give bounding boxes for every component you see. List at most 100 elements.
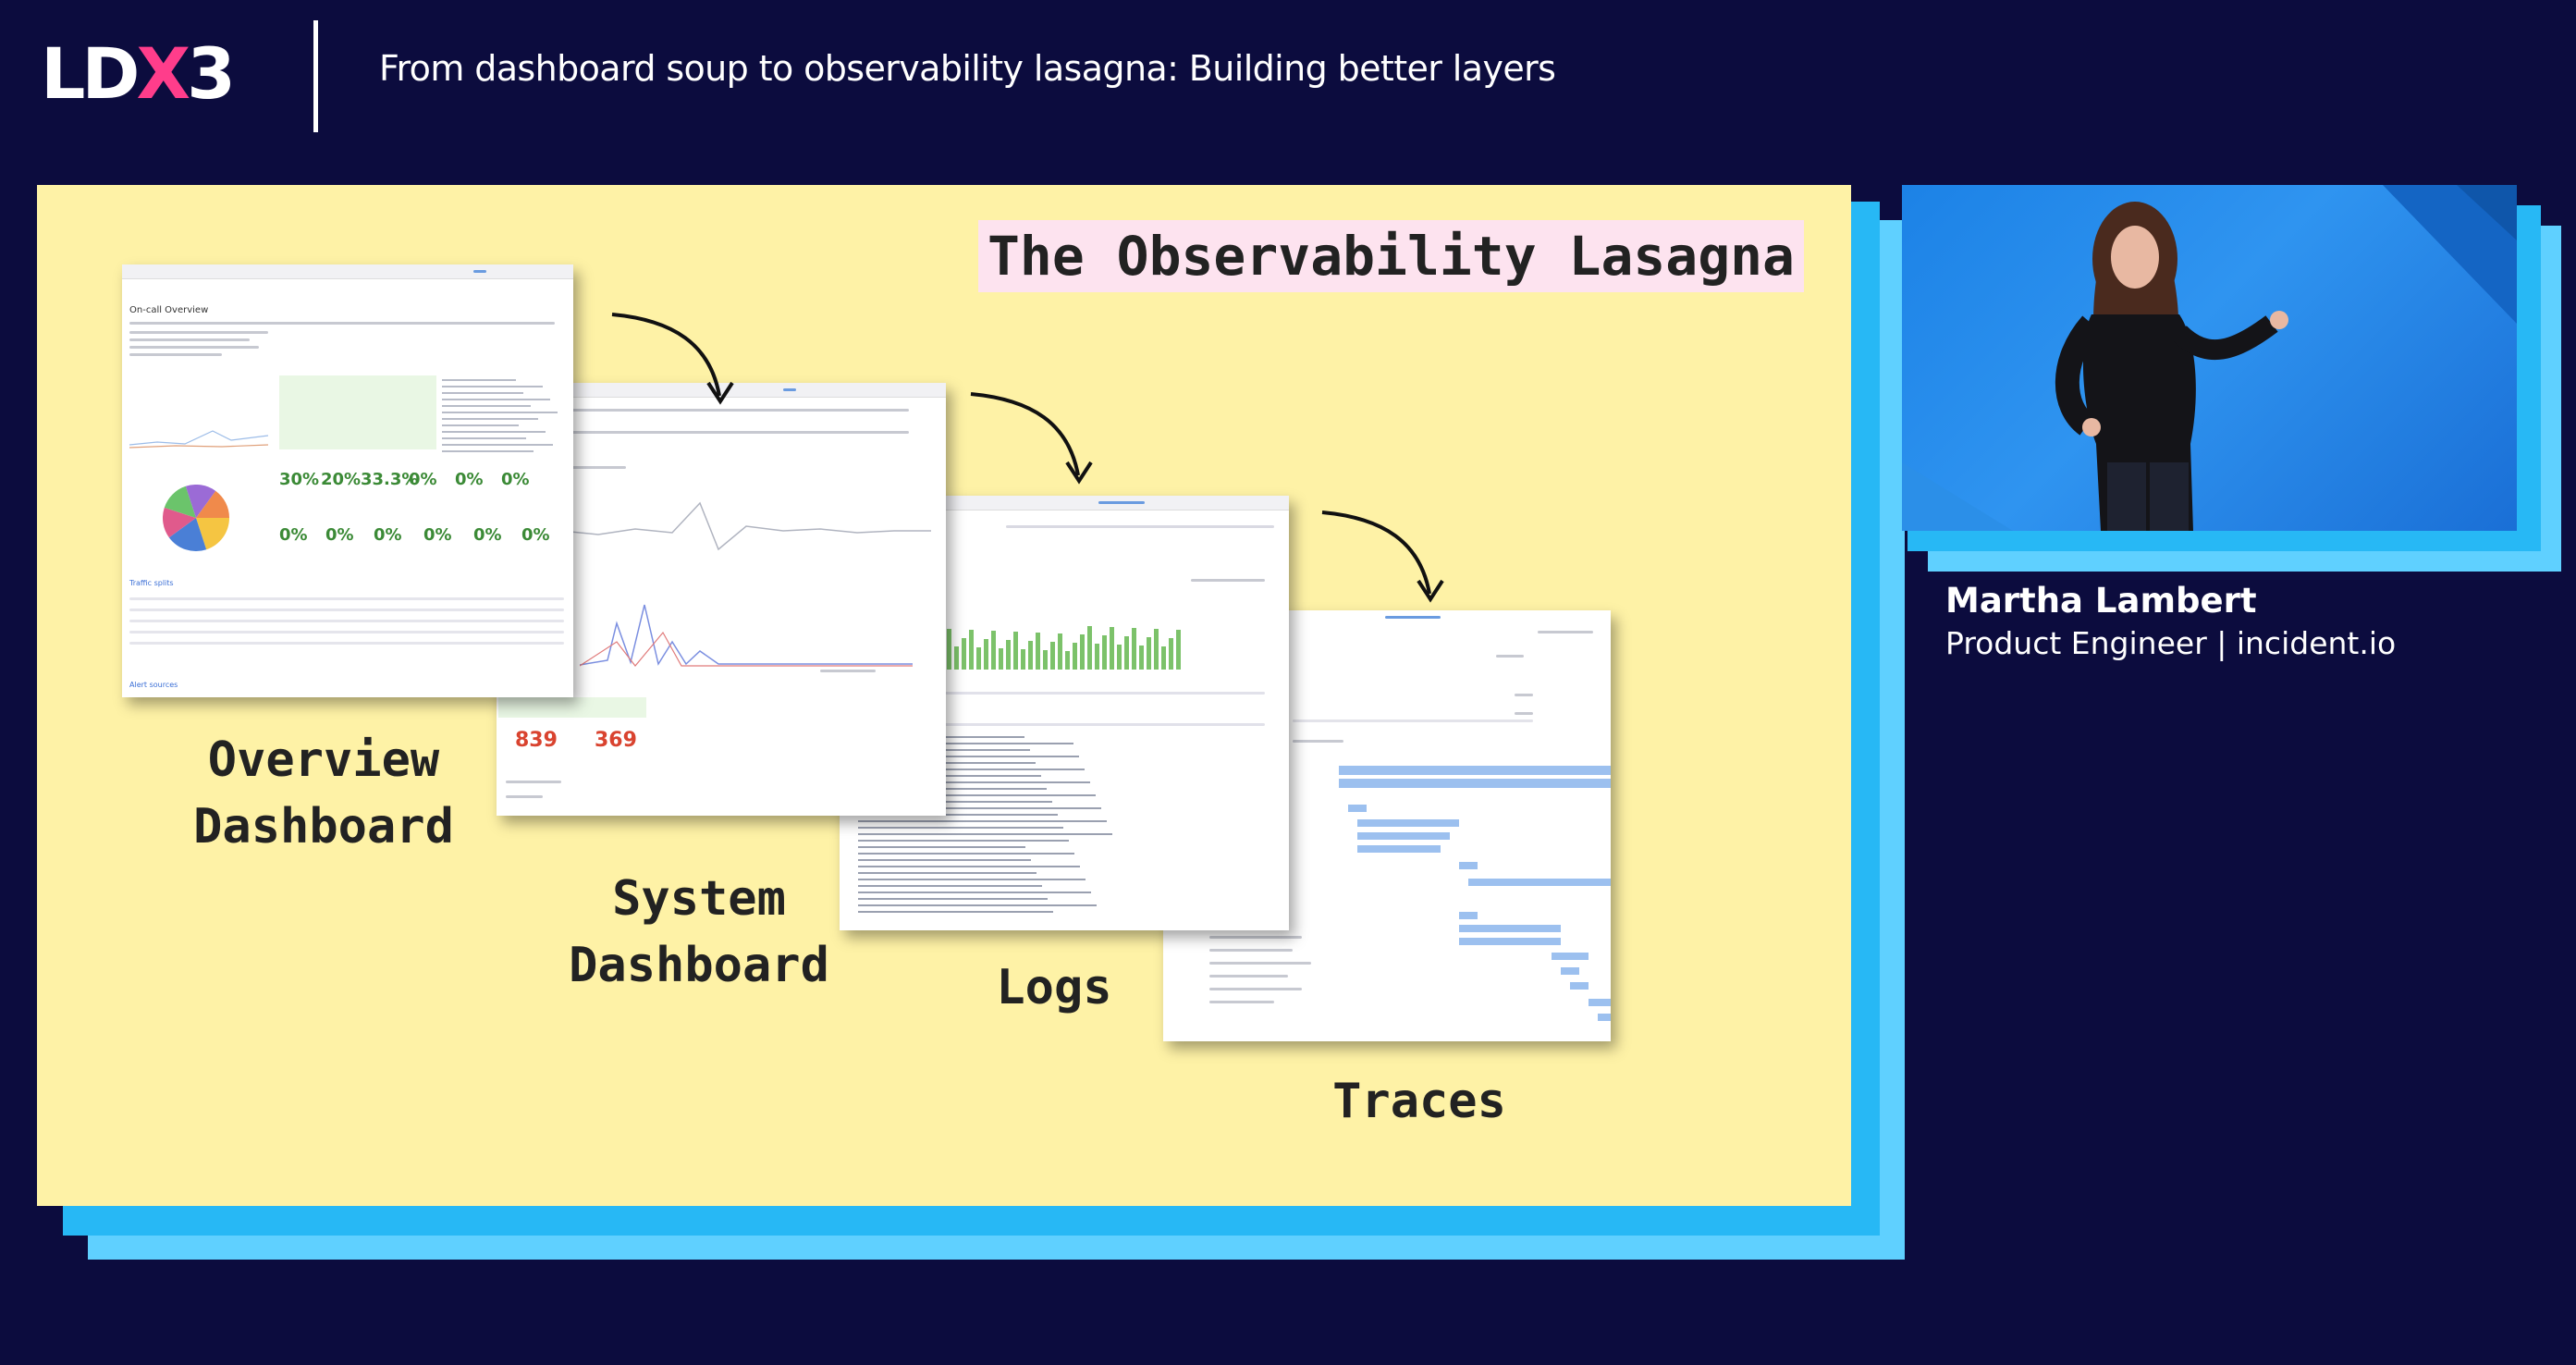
overview-stat-3: 33.3%	[361, 470, 419, 489]
log-line	[858, 911, 1053, 913]
overview-section-traffic: Traffic splits	[129, 579, 174, 587]
logs-histogram-bar	[1176, 630, 1181, 670]
log-line	[858, 846, 1025, 848]
talk-title: From dashboard soup to observability las…	[379, 48, 1556, 89]
overview-stat-4: 0%	[409, 470, 437, 489]
log-line	[858, 872, 1037, 874]
log-line	[858, 866, 1080, 867]
caption-logs: Logs	[906, 954, 1202, 1021]
slide-title: The Observability Lasagna	[978, 220, 1804, 292]
logs-histogram-bar	[1058, 633, 1062, 670]
logs-histogram-bar	[1065, 651, 1070, 670]
logs-histogram-bar	[1139, 646, 1144, 670]
logs-histogram-bar	[984, 639, 988, 670]
logs-histogram-bar	[962, 638, 966, 670]
arrow-logs-to-traces-icon	[1321, 510, 1444, 603]
header-divider	[313, 20, 318, 132]
overview-stat2-4: 0%	[423, 525, 452, 545]
logs-histogram-bar	[1147, 637, 1151, 670]
log-line	[858, 794, 1096, 796]
overview-list-line	[442, 450, 534, 452]
caption-logs-line1: Logs	[996, 960, 1112, 1015]
log-line	[858, 801, 1052, 803]
speaker-name: Martha Lambert	[1945, 581, 2257, 621]
logs-histogram-bar	[1102, 635, 1107, 670]
overview-stat-6: 0%	[501, 470, 530, 489]
arrow-overview-to-system-icon	[611, 313, 734, 405]
logs-histogram-bar	[969, 630, 974, 670]
logs-lines	[858, 736, 1135, 921]
logs-histogram-bar	[1087, 626, 1092, 670]
logs-histogram-bar	[1050, 642, 1055, 670]
logs-histogram-bar	[1161, 646, 1166, 670]
overview-stat-5: 0%	[455, 470, 484, 489]
overview-dashboard-screenshot: On-call Overview 30% 20% 33.3% 0% 0% 0% …	[122, 264, 573, 697]
logs-histogram-bar	[947, 629, 951, 670]
overview-list-line	[442, 386, 543, 387]
log-line	[858, 859, 1031, 861]
logs-histogram-bar	[954, 646, 959, 670]
caption-overview-dashboard: Overview Dashboard	[139, 727, 509, 860]
overview-list-line	[442, 431, 546, 433]
logs-histogram-bar	[1028, 641, 1033, 670]
overview-list-line	[442, 444, 553, 446]
overview-list-line	[442, 405, 531, 407]
logs-histogram-bar	[991, 631, 996, 670]
log-line	[858, 853, 1074, 855]
logs-histogram-bar	[1006, 640, 1011, 670]
system-stat-1: 839	[515, 729, 558, 752]
overview-stat-2: 20%	[321, 470, 362, 489]
overview-list-line	[442, 412, 558, 413]
speaker-role: Product Engineer | incident.io	[1945, 625, 2397, 661]
log-line	[858, 827, 1063, 829]
logs-histogram-bar	[1021, 649, 1025, 670]
presentation-slide: The Observability Lasagna	[37, 185, 1851, 1206]
overview-list-line	[442, 392, 523, 394]
logs-histogram-bar	[1124, 636, 1129, 670]
overview-stat2-3: 0%	[374, 525, 402, 545]
caption-traces-line1: Traces	[1332, 1074, 1506, 1129]
caption-system-dashboard: System Dashboard	[514, 866, 884, 999]
logs-histogram-bar	[1013, 632, 1018, 670]
system-line-chart	[561, 501, 931, 551]
logs-histogram-bar	[1095, 644, 1099, 670]
overview-list-line	[442, 424, 519, 426]
caption-traces: Traces	[1239, 1068, 1600, 1135]
system-stat-2: 369	[595, 729, 637, 752]
logs-histogram-bar	[1154, 629, 1159, 670]
system-spike-chart	[580, 604, 913, 667]
logs-histogram-bar	[1080, 634, 1085, 670]
log-line	[858, 840, 1069, 842]
overview-stat2-5: 0%	[473, 525, 502, 545]
speaker-figure	[1902, 185, 2517, 531]
overview-list-line	[442, 437, 526, 439]
log-line	[858, 833, 1112, 835]
logs-histogram-bar	[1043, 650, 1048, 670]
log-line	[858, 743, 1073, 744]
log-line	[858, 769, 1085, 770]
overview-heading: On-call Overview	[129, 305, 209, 315]
overview-pie-chart	[163, 485, 229, 551]
log-line	[858, 788, 1047, 790]
log-line	[858, 814, 1058, 816]
logo-ld: LD	[41, 32, 140, 115]
logs-histogram-bar	[1073, 643, 1077, 670]
log-line	[858, 781, 1090, 783]
overview-list-line	[442, 379, 516, 381]
overview-list-line	[442, 418, 538, 420]
logs-histogram-bar	[1169, 638, 1173, 670]
overview-stat2-1: 0%	[279, 525, 308, 545]
overview-section-alerts: Alert sources	[129, 681, 178, 689]
ldx3-logo: LD X 3	[41, 32, 236, 115]
overview-line-chart	[129, 430, 268, 449]
log-line	[858, 762, 1036, 764]
speaker-camera-feed	[1902, 185, 2517, 531]
log-line	[858, 904, 1097, 906]
log-line	[858, 892, 1091, 893]
log-line	[858, 885, 1042, 887]
logs-histogram-bar	[1110, 627, 1114, 670]
overview-side-list	[442, 379, 571, 462]
logs-histogram-bar	[1036, 633, 1040, 670]
overview-stat2-2: 0%	[325, 525, 354, 545]
log-line	[858, 756, 1079, 757]
